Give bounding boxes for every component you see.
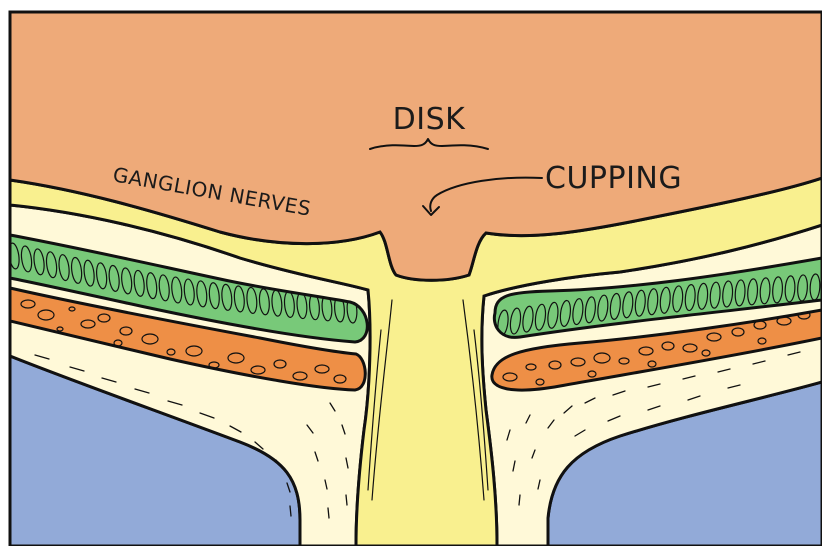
label-disk: DISK bbox=[393, 102, 466, 137]
label-cupping: CUPPING bbox=[545, 161, 682, 196]
